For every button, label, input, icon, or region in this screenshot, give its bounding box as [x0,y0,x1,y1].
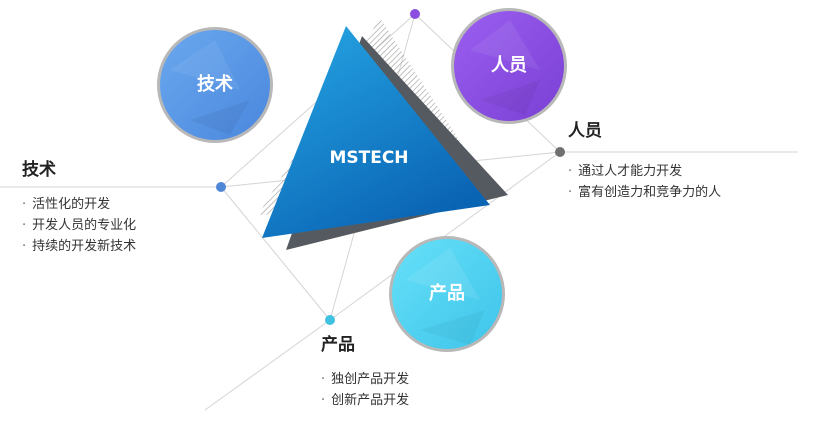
tech-section-title: 技术 [22,160,56,180]
product-item-list: · 独创产品开发 · 创新产品开发 [321,369,409,411]
bullet-icon: · [321,393,326,408]
list-item: · 开发人员的专业化 [22,215,136,236]
tech-circle [157,27,273,143]
list-item: · 独创产品开发 [321,369,409,390]
bullet-icon: · [321,372,326,387]
bullet-icon: · [22,197,27,212]
people-section-title: 人员 [568,121,602,141]
product-section-title: 产品 [321,335,355,355]
people-circle [451,8,567,124]
list-item-text: 富有创造力和竞争力的人 [578,185,722,200]
list-item-text: 独创产品开发 [331,372,410,387]
tech-section: 技术 · 活性化的开发 · 开发人员的专业化 · 持续的开发新技术 [22,160,136,257]
mstech-triangle [262,26,490,238]
people-circle-label: 人员 [491,55,527,76]
people-item-list: · 通过人才能力开发 · 富有创造力和竞争力的人 [568,161,721,203]
list-item-text: 活性化的开发 [32,197,111,212]
bullet-icon: · [568,185,573,200]
people-section: 人员 · 通过人才能力开发 · 富有创造力和竞争力的人 [568,121,721,203]
list-item-text: 持续的开发新技术 [32,239,137,254]
product-section: 产品 · 独创产品开发 · 创新产品开发 [321,335,409,411]
product-circle [389,236,505,352]
list-item: · 创新产品开发 [321,390,409,411]
tech-node-dot [216,182,226,192]
mstech-label: MSTECH [329,148,409,168]
list-item: · 持续的开发新技术 [22,236,136,257]
product-circle-label: 产品 [429,283,465,304]
list-item: · 富有创造力和竞争力的人 [568,182,721,203]
product-node-dot [325,315,335,325]
list-item: · 通过人才能力开发 [568,161,721,182]
bullet-icon: · [22,239,27,254]
bullet-icon: · [568,164,573,179]
list-item-text: 开发人员的专业化 [32,218,137,233]
tech-circle-label: 技术 [197,74,233,95]
bullet-icon: · [22,218,27,233]
list-item-text: 创新产品开发 [331,393,410,408]
list-item-text: 通过人才能力开发 [578,164,683,179]
list-item: · 活性化的开发 [22,194,136,215]
top-node-dot [410,9,420,19]
people-node-dot [555,147,565,157]
tech-item-list: · 活性化的开发 · 开发人员的专业化 · 持续的开发新技术 [22,194,136,257]
